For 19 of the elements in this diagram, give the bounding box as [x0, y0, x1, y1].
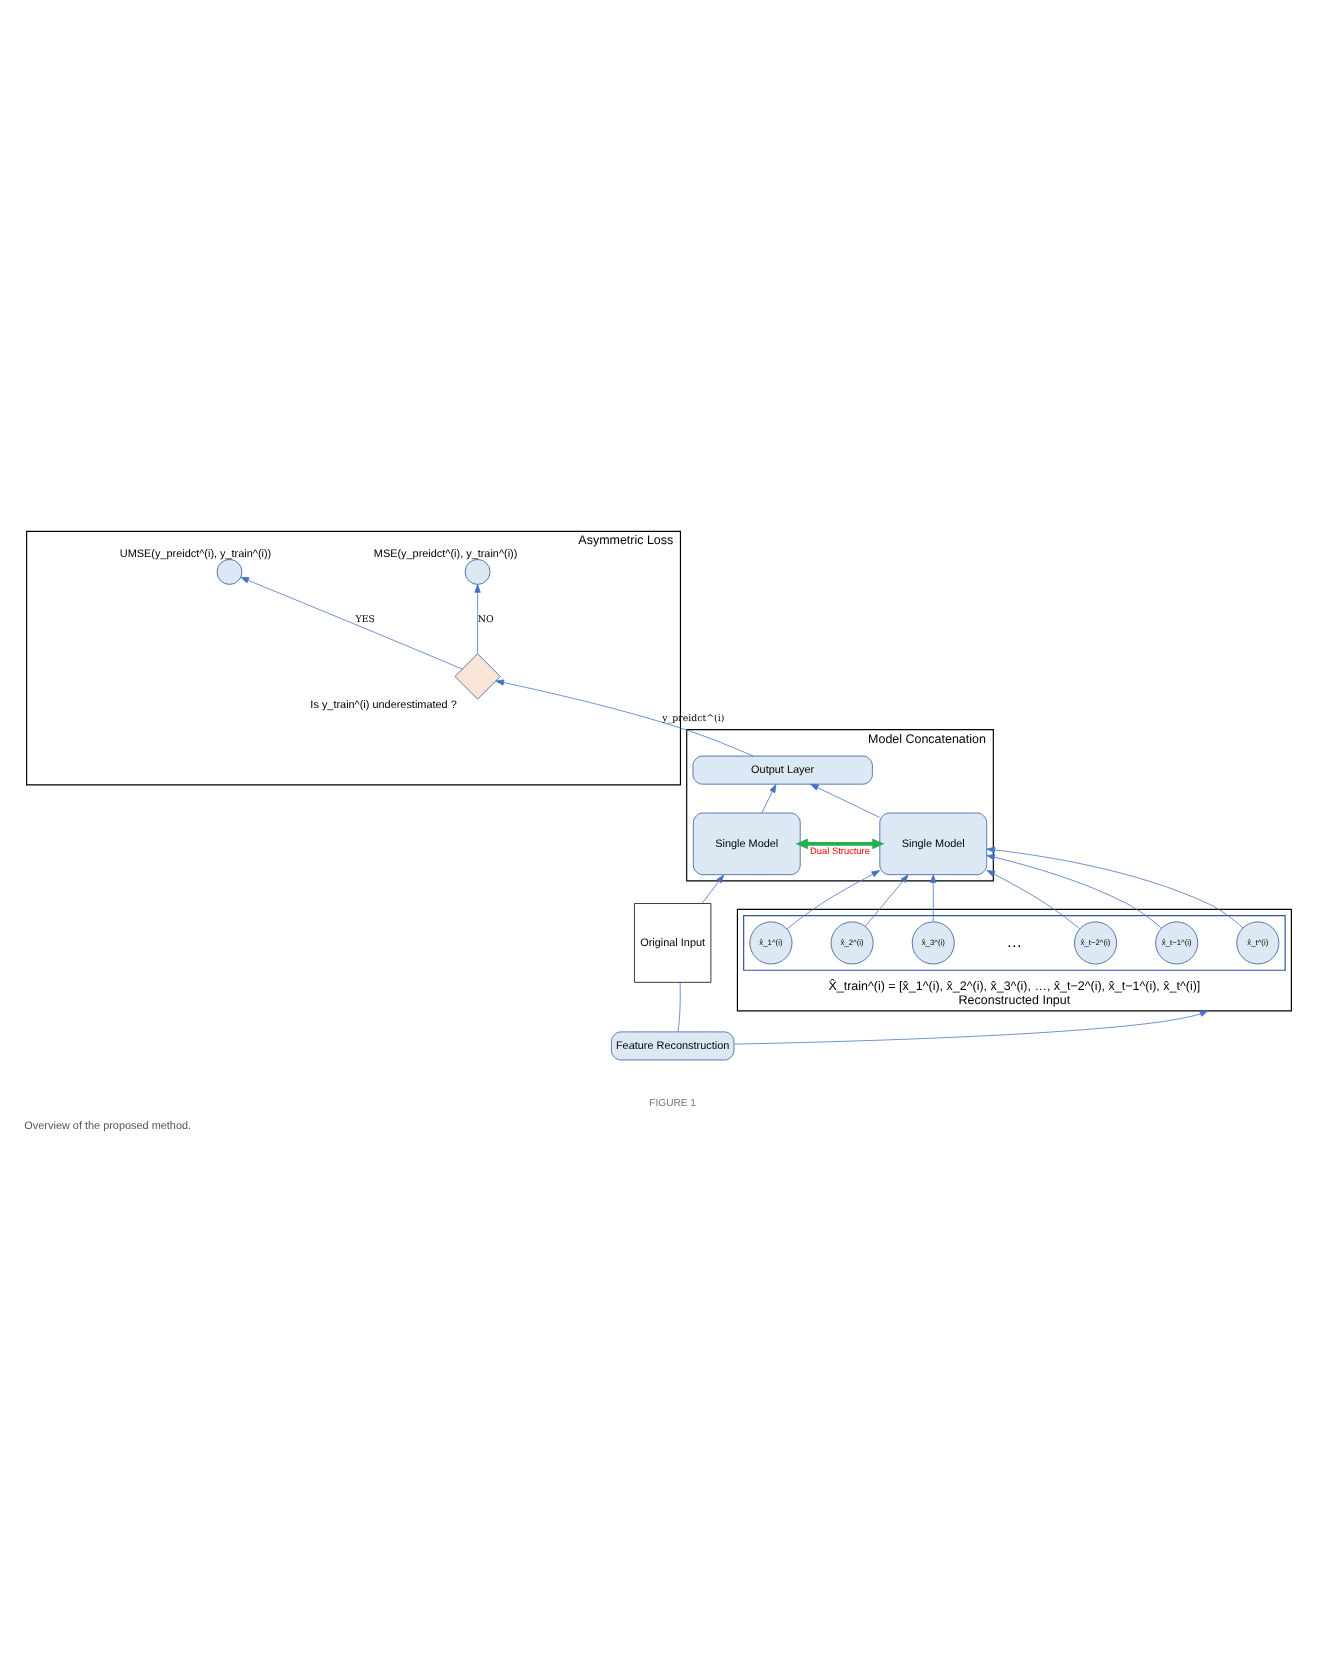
- node-circle: [464, 559, 491, 585]
- label: …: [1006, 932, 1023, 951]
- arrow: [495, 679, 754, 757]
- arrow: [864, 874, 909, 927]
- arrow: [986, 854, 1162, 929]
- arrow: [701, 874, 725, 904]
- arrow: [986, 846, 1244, 929]
- arrow: [733, 1010, 1209, 1045]
- cluster: [743, 915, 1286, 971]
- arrow: [761, 784, 777, 814]
- node-diamond: [454, 653, 501, 700]
- arrow: [930, 874, 937, 923]
- arrow: [474, 584, 481, 654]
- arrow: [795, 838, 885, 850]
- node-circle: [216, 559, 243, 585]
- arrow: [986, 869, 1081, 930]
- connector: [677, 982, 681, 1033]
- arrow: [810, 783, 881, 818]
- arrow: [240, 576, 463, 670]
